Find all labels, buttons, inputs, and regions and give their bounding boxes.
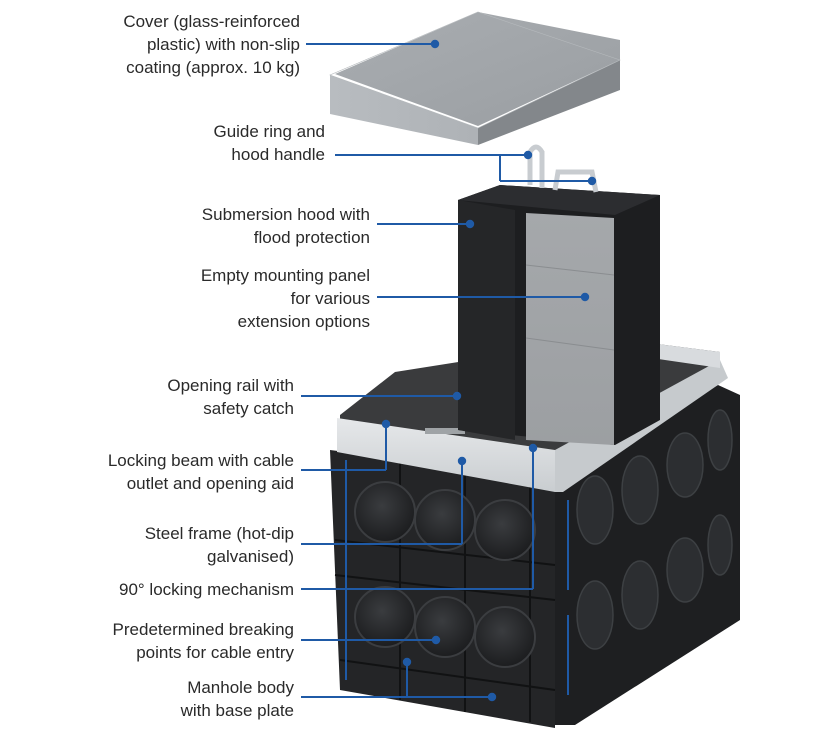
- callout-line: Empty mounting panel: [200, 266, 370, 285]
- callout-line: galvanised): [207, 547, 294, 566]
- callout-manhole-body: Manhole body with base plate: [181, 676, 294, 722]
- callout-locking-mechanism: 90° locking mechanism: [119, 578, 294, 601]
- callout-line: hood handle: [231, 145, 325, 164]
- callout-line: extension options: [237, 312, 370, 331]
- callout-line: 90° locking mechanism: [119, 580, 294, 599]
- callout-line: Locking beam with cable: [107, 451, 294, 470]
- callout-line: plastic) with non-slip: [146, 35, 300, 54]
- callout-line: flood protection: [253, 228, 370, 247]
- callout-mounting-panel: Empty mounting panel for various extensi…: [201, 264, 370, 333]
- leader-lines: [301, 39, 597, 702]
- callout-line: outlet and opening aid: [126, 474, 294, 493]
- callout-line: for various: [290, 289, 370, 308]
- cover-part: [329, 11, 621, 145]
- callout-line: Manhole body: [187, 678, 294, 697]
- manhole-body-part: [330, 385, 740, 728]
- callout-breaking-points: Predetermined breaking points for cable …: [113, 618, 294, 664]
- submersion-hood-part: [458, 144, 660, 445]
- pointer-dot: [430, 39, 440, 49]
- callout-line: with base plate: [180, 701, 294, 720]
- callout-line: Predetermined breaking: [112, 620, 294, 639]
- callout-line: Opening rail with: [167, 376, 294, 395]
- callout-opening-rail: Opening rail with safety catch: [167, 374, 294, 420]
- callout-line: Submersion hood with: [201, 205, 370, 224]
- callout-submersion-hood: Submersion hood with flood protection: [202, 203, 370, 249]
- callout-line: Cover (glass-reinforced: [123, 12, 300, 31]
- callout-steel-frame: Steel frame (hot-dip galvanised): [145, 522, 294, 568]
- callout-line: Steel frame (hot-dip: [144, 524, 294, 543]
- callout-cover: Cover (glass-reinforced plastic) with no…: [123, 10, 300, 79]
- callout-line: coating (approx. 10 kg): [126, 58, 300, 77]
- callout-line: safety catch: [203, 399, 294, 418]
- callout-line: Guide ring and: [213, 122, 325, 141]
- callout-locking-beam: Locking beam with cable outlet and openi…: [108, 449, 294, 495]
- callout-line: points for cable entry: [136, 643, 294, 662]
- callout-guide-ring: Guide ring and hood handle: [213, 120, 325, 166]
